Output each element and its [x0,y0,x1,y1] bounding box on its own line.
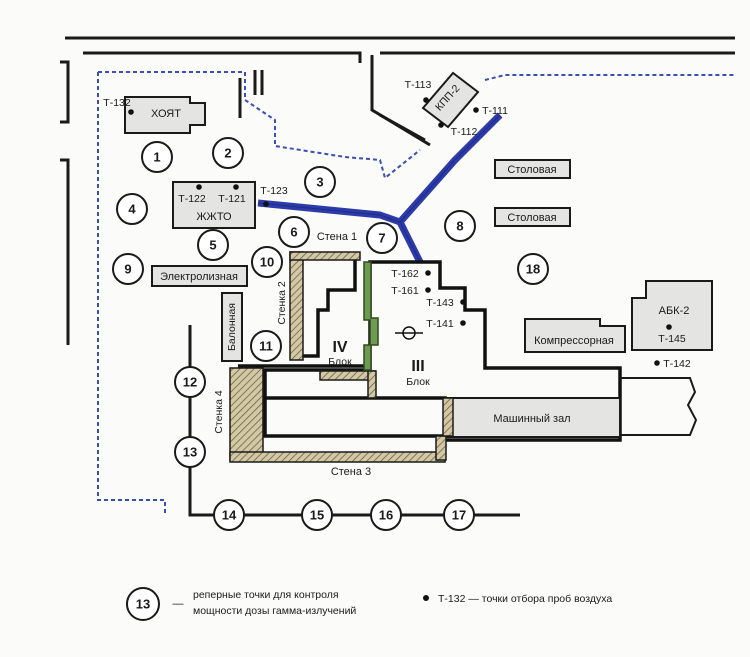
sample-point-t145: Т-145 [658,333,686,345]
sample-point-t113: Т-113 [405,79,432,91]
control-point: 10 [251,246,283,278]
svg-text:16: 16 [379,508,393,523]
building-canteen-1: Столовая [494,159,571,179]
control-point: 4 [116,193,148,225]
svg-text:3: 3 [316,175,323,190]
sample-point-t142: Т-142 [663,358,691,370]
svg-text:5: 5 [209,238,216,253]
svg-text:13: 13 [183,445,197,460]
control-point: 16 [370,499,402,531]
control-point: 14 [213,499,245,531]
wall-2-label: Стенка 2 [276,281,288,324]
legend-circle-text-line2: мощности дозы гамма-излучений [193,605,356,617]
svg-text:13: 13 [136,597,150,612]
control-point: 3 [304,166,336,198]
sample-point-t111: Т-111 [482,105,508,117]
svg-text:8: 8 [456,219,463,234]
sample-point-t121: Т-121 [218,193,246,205]
building-electrolysis-label: Электролизная [160,271,238,283]
svg-text:9: 9 [124,262,131,277]
site-boundary-dashed-line-east [484,74,735,81]
control-point: 6 [278,216,310,248]
roads [60,36,735,517]
sample-point-t122: Т-122 [178,193,206,205]
control-point: 18 [517,253,549,285]
control-point: 7 [366,222,398,254]
svg-text:7: 7 [378,231,385,246]
block-4-label: Блок [328,356,352,368]
building-balloon: Балонная [221,292,243,362]
block-4-number: IV [332,339,347,356]
control-points: 1 2 3 4 5 6 7 8 9 10 11 12 13 14 15 16 1… [112,137,549,531]
sample-point-t132: Т-132 [103,97,131,109]
svg-text:6: 6 [290,225,297,240]
legend-control-point-icon: 13 [126,587,160,621]
legend-dot-icon [423,595,429,601]
sample-point-t141: Т-141 [426,318,454,330]
svg-text:11: 11 [259,339,273,354]
control-point: 15 [301,499,333,531]
wall-2 [289,251,304,361]
control-point: 11 [250,330,282,362]
machine-hall-label: Машинный зал [493,413,570,425]
control-point: 2 [212,137,244,169]
green-wall [363,261,379,371]
building-hoyat-label: ХОЯТ [151,108,181,120]
wall-3 [229,451,446,463]
control-point: 17 [443,499,475,531]
svg-text:12: 12 [183,375,197,390]
control-point: 9 [112,253,144,285]
building-abk2: АБК-2 [631,280,713,351]
svg-text:18: 18 [526,262,540,277]
building-balloon-label: Балонная [226,303,238,351]
svg-text:15: 15 [310,508,324,523]
svg-text:1: 1 [153,150,160,165]
building-electrolysis: Электролизная [151,265,248,287]
wall-1-label: Стена 1 [317,231,357,243]
reactor-symbol [395,326,423,340]
building-canteen-2: Столовая [494,207,571,227]
control-point: 1 [141,141,173,173]
building-compressor: Компрессорная [524,318,626,353]
air-sampling-points: Т-132 Т-113 Т-111 Т-112 Т-122 Т-121 Т-12… [103,79,691,370]
legend-circle-text-line1: реперные точки для контроля [193,589,339,601]
svg-text:14: 14 [222,508,237,523]
svg-text:2: 2 [224,146,231,161]
wall-4-label: Стенка 4 [213,390,225,433]
building-compressor-label: Компрессорная [534,335,614,347]
wall-4 [229,367,264,461]
sample-point-t161: Т-161 [391,285,419,297]
block-3-label: Блок [406,376,430,388]
legend-dash: — [173,598,184,610]
sample-point-t143: Т-143 [426,297,454,309]
control-point: 5 [197,229,229,261]
sample-point-t112: Т-112 [451,126,478,138]
svg-text:17: 17 [452,508,466,523]
building-zhzhto: ЖЖТО [172,181,256,229]
site-boundary-dashed-line [97,71,421,515]
legend: 13 — реперные точки для контроля мощност… [126,587,612,621]
svg-text:4: 4 [128,202,136,217]
legend-dot-text: Т-132 — точки отбора проб воздуха [438,593,612,605]
sample-point-t162: Т-162 [391,268,419,280]
building-abk2-label: АБК-2 [659,305,690,317]
building-canteen-2-label: Столовая [507,212,556,224]
svg-text:10: 10 [260,255,274,270]
control-point: 8 [444,210,476,242]
hatched-walls [229,251,454,463]
reactor-complex: Машинный зал [238,254,698,457]
building-zhzhto-label: ЖЖТО [196,211,232,223]
control-point: 12 [174,366,206,398]
control-point: 13 [174,436,206,468]
building-hoyat: ХОЯТ [124,96,206,134]
wall-3-label: Стена 3 [331,466,371,478]
building-canteen-1-label: Столовая [507,164,556,176]
sample-point-t123: Т-123 [260,185,288,197]
block-3-number: III [411,358,424,375]
